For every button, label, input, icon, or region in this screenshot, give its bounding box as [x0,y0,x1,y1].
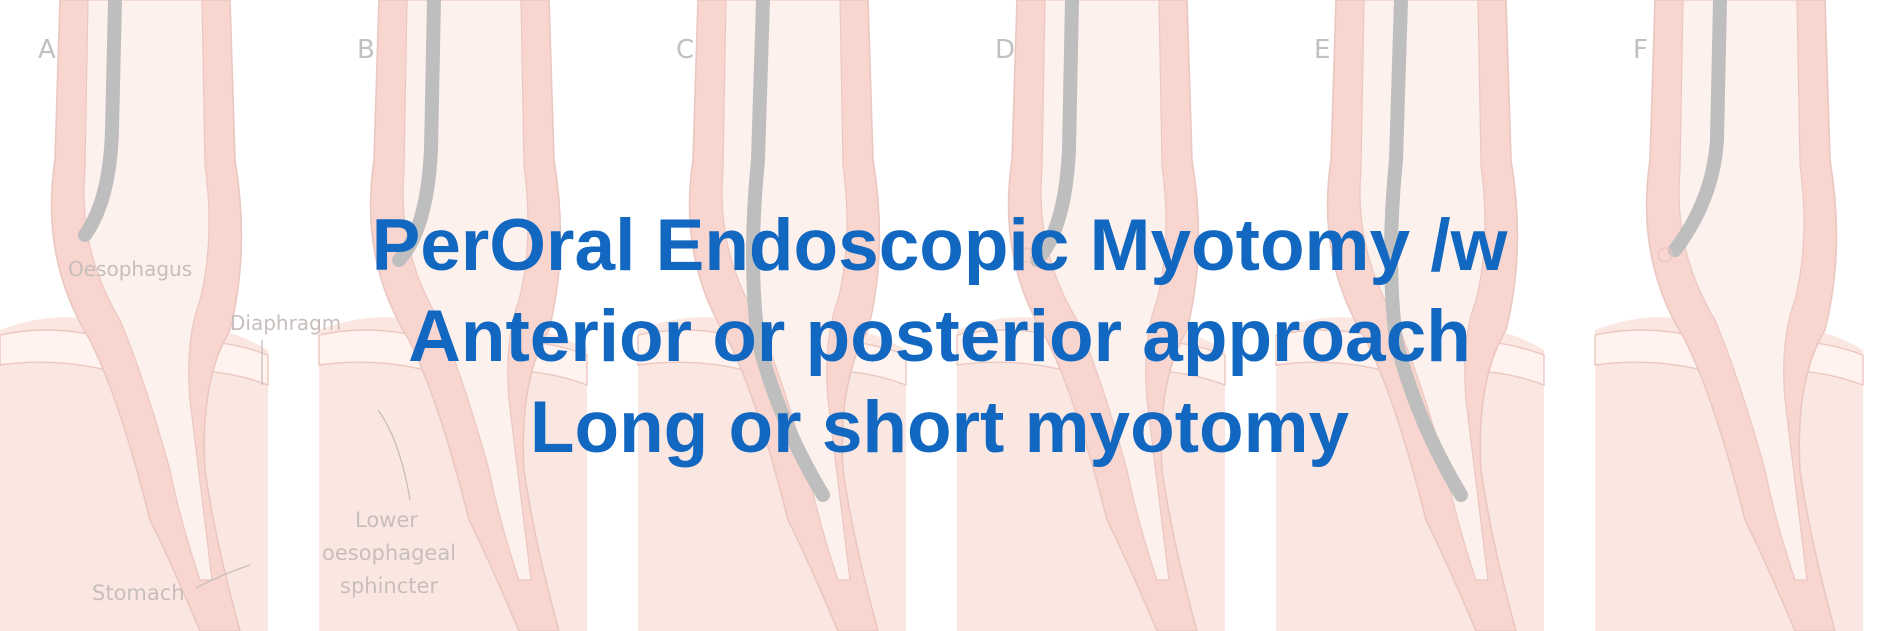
panel-label: E [1314,35,1330,65]
panel-label: B [357,35,375,65]
sphincter-label-line-2: oesophageal [322,541,456,565]
panel-label: F [1633,35,1648,65]
title-line-2: Anterior or posterior approach [0,291,1879,382]
panel-label: C [676,35,694,65]
slide-title: PerOral Endoscopic Myotomy /w Anterior o… [0,200,1879,473]
panel-label: A [38,35,56,65]
title-line-1: PerOral Endoscopic Myotomy /w [0,200,1879,291]
sphincter-label-line-1: Lower [355,508,418,532]
panel-label: D [995,35,1015,65]
sphincter-label-line-3: sphincter [340,574,438,598]
stomach-label: Stomach [92,581,185,605]
title-line-3: Long or short myotomy [0,382,1879,473]
